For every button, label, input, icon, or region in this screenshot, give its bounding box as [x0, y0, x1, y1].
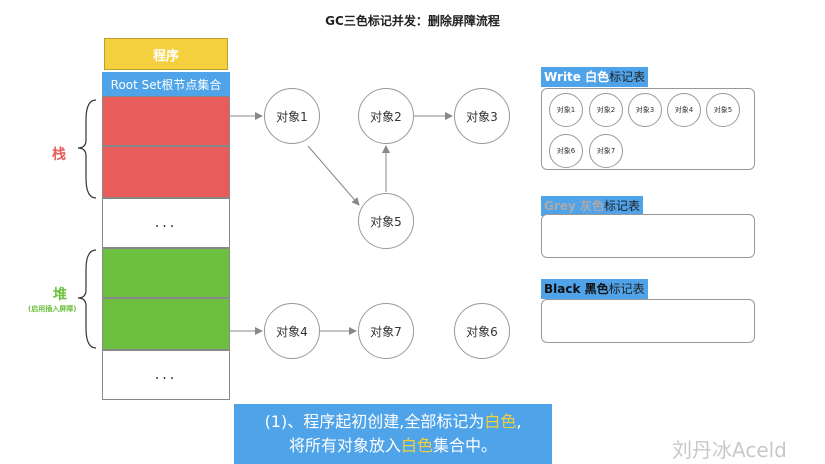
caption-line1-highlight: 白色: [484, 412, 517, 431]
white-item-obj5: 对象5: [706, 93, 740, 127]
caption-line1-post: ,: [516, 412, 522, 431]
black-title-rest: 标记表: [608, 282, 645, 296]
black-panel-title: Black 黑色标记表: [541, 279, 648, 299]
white-item-obj3: 对象3: [628, 93, 662, 127]
node-obj4: 对象4: [264, 303, 320, 359]
node-obj7: 对象7: [358, 303, 414, 359]
black-title-color: 黑色: [584, 282, 609, 296]
node-obj5: 对象5: [358, 193, 414, 249]
program-box: 程序: [104, 38, 228, 70]
stack-cell-2: [102, 146, 230, 198]
heap-label: 堆: [53, 287, 67, 303]
white-title-en: Write: [544, 70, 581, 84]
stack-brace: [77, 99, 97, 199]
heap-ellipsis: ...: [102, 350, 230, 400]
heap-cell-1: [102, 248, 230, 298]
white-item-obj6: 对象6: [549, 134, 583, 168]
heap-brace: [77, 249, 97, 349]
edge-obj1-obj5: [307, 145, 360, 206]
caption-line-1: (1)、程序起初创建,全部标记为白色,: [265, 410, 522, 434]
rootset-box: Root Set根节点集合: [102, 72, 230, 96]
node-obj6: 对象6: [454, 303, 510, 359]
caption-line1-pre: (1)、程序起初创建,全部标记为: [264, 412, 485, 431]
heap-cell-2: [102, 298, 230, 350]
node-obj1: 对象1: [264, 88, 320, 144]
white-item-obj4: 对象4: [667, 93, 701, 127]
heap-sub-label: (启用插入屏障): [28, 305, 77, 313]
white-item-obj2: 对象2: [589, 93, 623, 127]
white-title-color: 白色: [585, 70, 610, 84]
stack-label: 栈: [52, 147, 66, 163]
stack-cell-1: [102, 96, 230, 146]
white-item-obj7: 对象7: [589, 134, 623, 168]
caption-line2-pre: 将所有对象放入: [288, 436, 401, 455]
white-panel-title: Write 白色标记表: [541, 67, 649, 87]
caption-line2-post: 集合中。: [433, 436, 498, 455]
grey-title-rest: 标记表: [603, 199, 640, 213]
node-obj2: 对象2: [358, 88, 414, 144]
node-obj3: 对象3: [454, 88, 510, 144]
grey-panel-title: Grey 灰色标记表: [541, 196, 643, 216]
caption-box: (1)、程序起初创建,全部标记为白色, 将所有对象放入白色集合中。: [234, 404, 552, 464]
watermark: 刘丹冰Aceld: [672, 438, 787, 462]
stack-ellipsis: ...: [102, 198, 230, 248]
diagram-title: GC三色标记并发：删除屏障流程: [325, 14, 500, 28]
black-title-en: Black: [544, 282, 581, 296]
grey-panel-box: [541, 214, 755, 258]
caption-line2-highlight: 白色: [400, 436, 433, 455]
black-panel-box: [541, 299, 755, 343]
grey-title-color: 灰色: [579, 199, 604, 213]
grey-title-en: Grey: [544, 199, 576, 213]
white-title-rest: 标记表: [609, 70, 646, 84]
caption-line-2: 将所有对象放入白色集合中。: [289, 434, 497, 458]
white-item-obj1: 对象1: [549, 93, 583, 127]
